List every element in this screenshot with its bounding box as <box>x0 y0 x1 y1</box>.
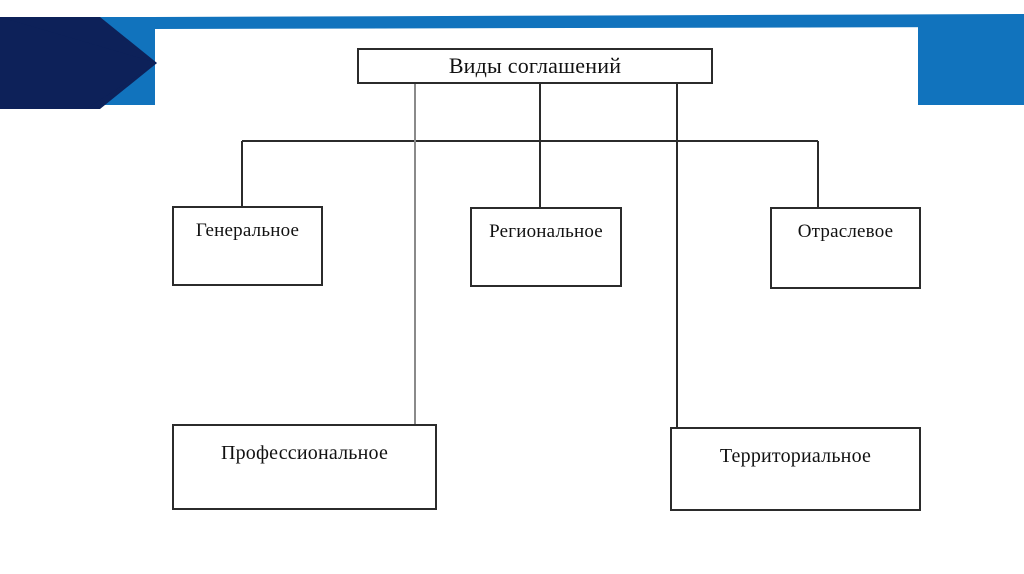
node-branch[interactable]: Отраслевое <box>770 207 921 289</box>
node-territorial[interactable]: Территориальное <box>670 427 921 511</box>
node-professional-label: Профессиональное <box>220 442 389 464</box>
node-territorial-label: Территориальное <box>719 445 872 467</box>
node-regional[interactable]: Региональное <box>470 207 622 287</box>
node-root-label: Виды соглашений <box>448 53 622 78</box>
node-regional-label: Региональное <box>489 221 603 242</box>
node-general[interactable]: Генеральное <box>172 206 323 286</box>
node-branch-label: Отраслевое <box>797 221 894 242</box>
node-root-vidy-soglasheniy[interactable]: Виды соглашений <box>357 48 713 84</box>
node-general-label: Генеральное <box>195 220 300 241</box>
node-professional[interactable]: Профессиональное <box>172 424 437 510</box>
